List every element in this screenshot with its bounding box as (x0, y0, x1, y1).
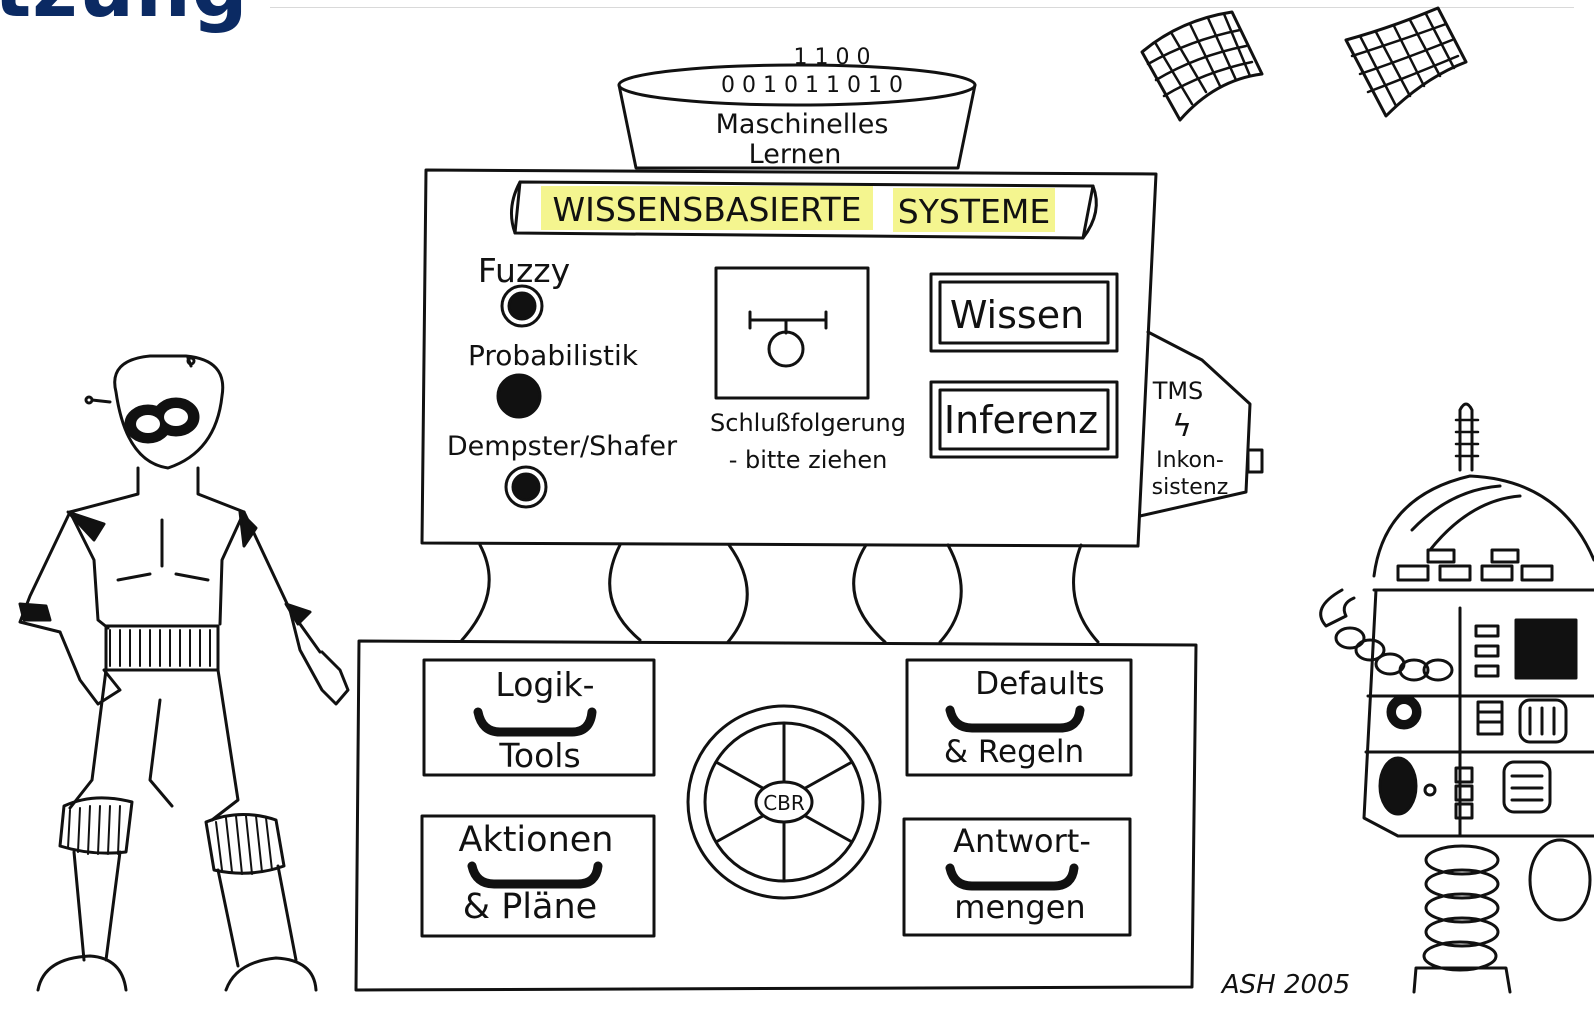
tms-label-line1: TMS (1152, 377, 1204, 405)
banner-word-1: WISSENSBASIERTE (552, 190, 861, 229)
drawer-aktionen-plaene[interactable]: Aktionen & Pläne (422, 816, 654, 936)
knob-label-fuzzy: Fuzzy (478, 251, 570, 290)
reasoning-lever[interactable] (750, 312, 826, 366)
grid-sheet-left (1142, 12, 1262, 120)
drawer-antwortmengen[interactable]: Antwort- mengen (904, 819, 1130, 935)
hopper-label-line2: Lernen (749, 139, 842, 170)
drawer-aktionen-line1: Aktionen (459, 820, 614, 860)
hopper-label-line1: Maschinelles (716, 109, 889, 140)
upper-cabinet: WISSENSBASIERTE SYSTEME Fuzzy Probabilis… (422, 170, 1156, 546)
drawer-antwort-line2: mengen (954, 888, 1085, 926)
wissen-button[interactable]: Wissen (931, 274, 1117, 351)
tms-label-line2: ϟ (1172, 409, 1192, 444)
cbr-wheel[interactable]: CBR (688, 706, 880, 898)
knob-label-dempster-shafer: Dempster/Shafer (447, 431, 678, 462)
tms-label-line4: sistenz (1152, 475, 1229, 500)
right-robot (1321, 404, 1594, 992)
drawer-logik-tools[interactable]: Logik- Tools (424, 660, 654, 775)
drawer-logik-line2: Tools (498, 736, 580, 775)
tms-label-line3: Inkon- (1156, 448, 1224, 473)
cbr-wheel-label: CBR (763, 791, 805, 815)
machine-legs (462, 545, 1098, 642)
drawer-defaults-regeln[interactable]: Defaults & Regeln (907, 660, 1131, 775)
drawer-logik-line1: Logik- (495, 665, 594, 704)
grid-sheet-right (1346, 8, 1466, 116)
banner-word-2: SYSTEME (898, 192, 1050, 231)
drawer-antwort-line1: Antwort- (953, 822, 1091, 860)
knob-label-probabilistik: Probabilistik (468, 339, 639, 372)
lever-label-line1: Schlußfolgerung (710, 409, 906, 437)
ml-hopper: 1 1 0 0 0 0 1 0 1 1 0 1 0 Maschinelles L… (619, 45, 975, 170)
inferenz-button-label: Inferenz (944, 398, 1098, 442)
tms-side-box: TMS ϟ Inkon- sistenz (1140, 332, 1262, 516)
lever-label-line2: - bitte ziehen (729, 446, 888, 474)
wissen-button-label: Wissen (950, 293, 1084, 337)
probabilistik-knob[interactable] (498, 375, 540, 417)
drawer-aktionen-line2: & Pläne (463, 887, 597, 927)
hopper-bits-top: 1 1 0 0 (794, 45, 871, 70)
hopper-bits-bottom: 0 0 1 0 1 1 0 1 0 (721, 73, 903, 98)
inferenz-button[interactable]: Inferenz (931, 382, 1117, 457)
left-robot (20, 356, 348, 990)
artist-signature: ASH 2005 (1220, 970, 1350, 1000)
drawer-defaults-line1: Defaults (975, 666, 1104, 702)
drawer-defaults-line2: & Regeln (944, 734, 1084, 770)
lower-cabinet: Logik- Tools Defaults & Regeln Aktionen … (356, 641, 1196, 990)
